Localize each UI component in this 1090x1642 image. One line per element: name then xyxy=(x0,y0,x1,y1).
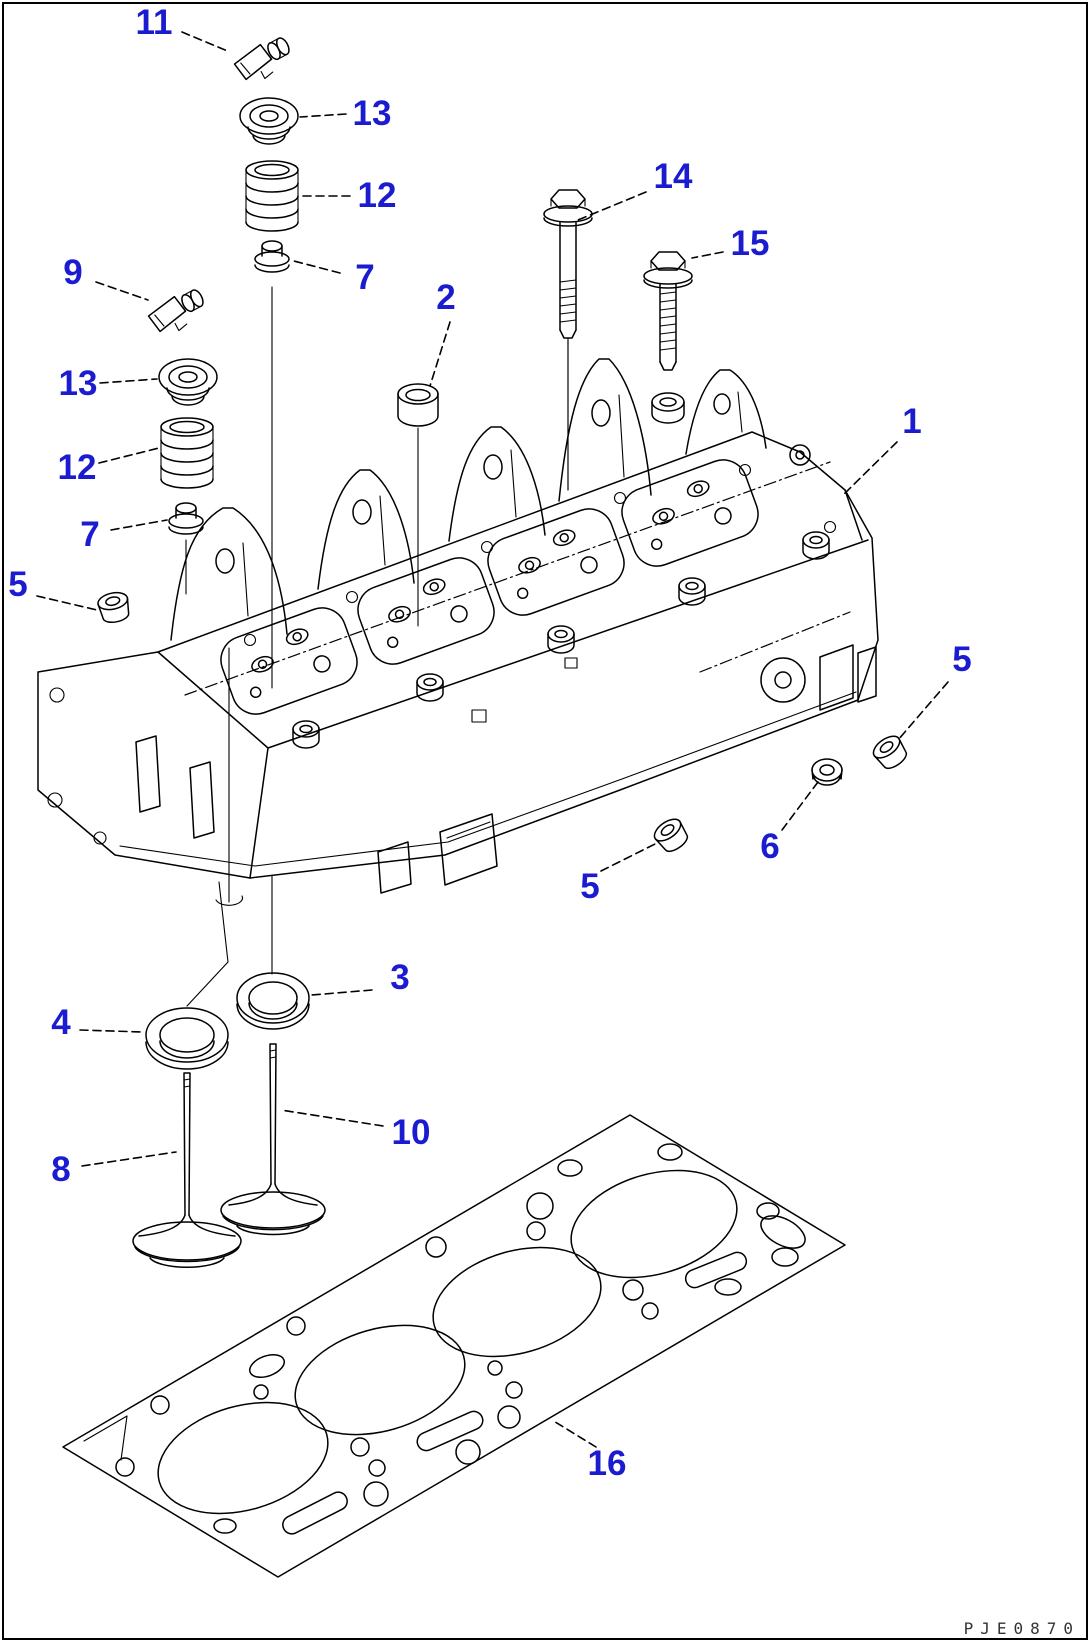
leader-line-12-9 xyxy=(98,447,160,464)
leader-line-7-6 xyxy=(289,259,341,274)
cup-plug xyxy=(397,383,439,427)
head-bolt-short xyxy=(643,251,693,371)
leader-line-2-7 xyxy=(429,321,451,387)
leader-line-3-16 xyxy=(311,989,373,996)
callout-4-17[interactable]: 4 xyxy=(51,1003,71,1042)
cylinder-head-body xyxy=(37,286,879,1007)
intake-valve xyxy=(132,1072,242,1269)
leader-line-6-14 xyxy=(781,781,819,831)
leader-line-16-20 xyxy=(551,1419,597,1448)
callout-13-8[interactable]: 13 xyxy=(59,364,98,403)
head-gasket xyxy=(62,1114,846,1578)
valve-spring-upper xyxy=(245,160,299,232)
callout-15-4[interactable]: 15 xyxy=(731,224,770,263)
leader-line-1-12 xyxy=(841,441,898,497)
callout-14-3[interactable]: 14 xyxy=(654,157,693,196)
callout-5-11[interactable]: 5 xyxy=(8,565,27,604)
leader-lines xyxy=(36,31,949,1448)
spring-retainer-upper xyxy=(239,97,299,145)
callout-12-9[interactable]: 12 xyxy=(58,448,97,487)
leader-line-4-17 xyxy=(79,1029,144,1033)
leader-line-5-15 xyxy=(600,843,656,872)
plug-bottom xyxy=(653,818,689,853)
leader-line-10-18 xyxy=(280,1109,384,1127)
deck-bolt-bosses xyxy=(292,392,830,749)
callout-5-15[interactable]: 5 xyxy=(580,867,599,906)
seal-washer xyxy=(145,1007,229,1070)
exhaust-valve xyxy=(220,1043,326,1236)
valve-stem-seal-upper xyxy=(254,240,290,273)
leader-line-13-1 xyxy=(299,113,347,118)
leader-line-13-8 xyxy=(99,378,158,384)
callout-8-19[interactable]: 8 xyxy=(51,1150,70,1189)
leader-line-15-4 xyxy=(691,251,724,259)
callout-9-5[interactable]: 9 xyxy=(63,253,82,292)
callout-2-7[interactable]: 2 xyxy=(436,278,455,317)
valve-seat-insert xyxy=(236,972,310,1030)
valve-spring-left xyxy=(160,417,214,489)
callout-6-14[interactable]: 6 xyxy=(760,827,779,866)
callout-12-2[interactable]: 12 xyxy=(358,176,397,215)
plug-left xyxy=(97,591,130,624)
callout-5-13[interactable]: 5 xyxy=(952,640,971,679)
leader-line-14-3 xyxy=(577,191,647,221)
nut xyxy=(811,758,843,786)
spring-retainer-left xyxy=(158,358,218,406)
leader-line-5-13 xyxy=(897,681,949,741)
callout-10-18[interactable]: 10 xyxy=(392,1113,431,1152)
callout-7-6[interactable]: 7 xyxy=(355,258,374,297)
valve-keeper-upper xyxy=(233,37,290,81)
leader-line-9-5 xyxy=(95,281,149,301)
drawing-code: PJE0870 xyxy=(963,1619,1080,1638)
valve-keeper-left xyxy=(147,289,204,333)
callout-16-20[interactable]: 16 xyxy=(588,1444,627,1483)
callout-7-10[interactable]: 7 xyxy=(80,515,99,554)
plug-right xyxy=(872,735,908,770)
leader-line-8-19 xyxy=(81,1151,177,1167)
valve-stem-seal-left xyxy=(168,502,204,535)
leader-line-5-11 xyxy=(36,595,98,611)
callout-3-16[interactable]: 3 xyxy=(390,958,409,997)
head-bolt-long xyxy=(543,189,593,491)
callout-1-12[interactable]: 1 xyxy=(902,402,921,441)
callout-11-0[interactable]: 11 xyxy=(136,3,173,42)
callout-13-1[interactable]: 13 xyxy=(353,94,392,133)
leader-line-7-10 xyxy=(110,519,168,531)
leader-line-11-0 xyxy=(181,31,231,53)
